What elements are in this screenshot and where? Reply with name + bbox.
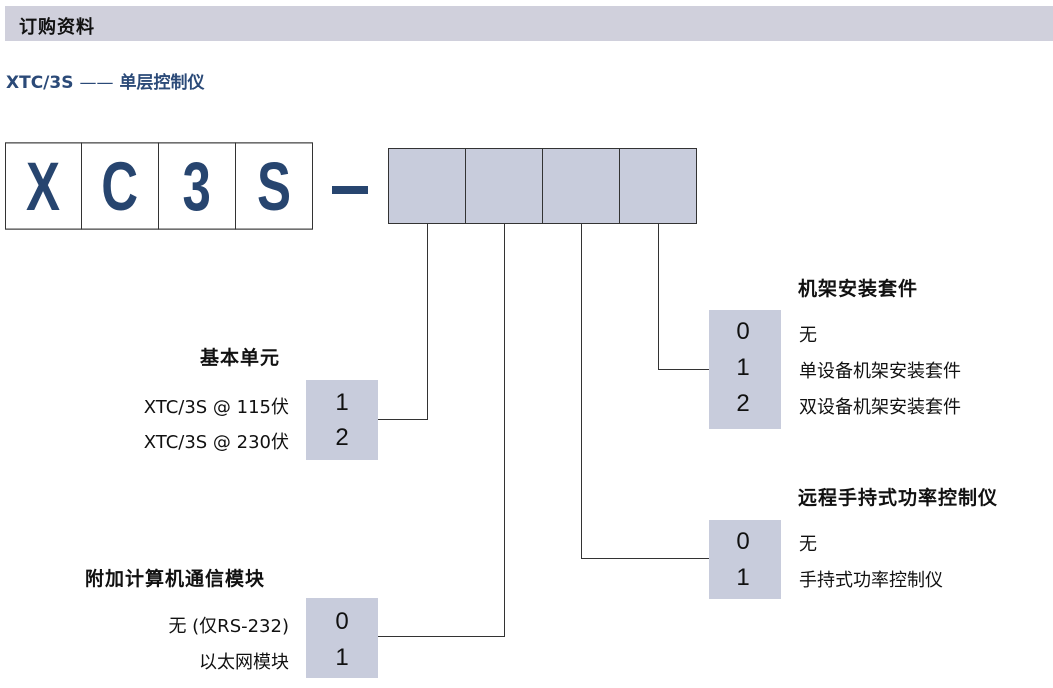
comm-module-code: 1 bbox=[335, 644, 349, 671]
connector-line bbox=[504, 224, 505, 637]
model-name: XTC/3S bbox=[6, 73, 74, 93]
connector-line bbox=[378, 419, 428, 420]
comm-module-option-label: 以太网模块 bbox=[199, 652, 289, 673]
option-slot-base-unit bbox=[388, 148, 466, 224]
base-unit-title: 基本单元 bbox=[200, 347, 281, 369]
base-unit-option-label: XTC/3S @ 230伏 bbox=[143, 432, 289, 453]
rack-kit-option-label: 单设备机架安装套件 bbox=[799, 361, 961, 382]
comm-module-title: 附加计算机通信模块 bbox=[85, 568, 266, 590]
rack-kit-code-box bbox=[709, 310, 781, 429]
rack-kit-option-label: 无 bbox=[799, 325, 817, 346]
model-code-box-1: X bbox=[5, 142, 82, 230]
rack-kit-code: 2 bbox=[736, 390, 750, 417]
rack-kit-option-label: 双设备机架安装套件 bbox=[799, 397, 961, 418]
remote-option-label: 手持式功率控制仪 bbox=[799, 570, 943, 591]
remote-code-box bbox=[709, 520, 781, 599]
header-title: 订购资料 bbox=[19, 17, 95, 38]
rack-kit-title: 机架安装套件 bbox=[798, 278, 919, 300]
option-slot-rack-kit bbox=[619, 148, 697, 224]
model-code-box-4: S bbox=[235, 142, 313, 230]
rack-kit-code: 1 bbox=[736, 354, 750, 381]
rack-kit-code: 0 bbox=[736, 318, 750, 345]
model-code-box-3: 3 bbox=[158, 142, 236, 230]
remote-code: 1 bbox=[736, 564, 750, 591]
model-code-letter: X bbox=[26, 147, 61, 225]
model-code-letter: S bbox=[256, 147, 292, 225]
model-description: 单层控制仪 bbox=[119, 73, 205, 93]
option-slot-remote bbox=[542, 148, 620, 224]
connector-line bbox=[658, 369, 710, 370]
connector-line bbox=[378, 636, 505, 637]
remote-title: 远程手持式功率控制仪 bbox=[798, 487, 999, 509]
base-unit-code-box bbox=[306, 380, 378, 460]
base-unit-code: 2 bbox=[335, 424, 349, 451]
comm-module-code-box bbox=[306, 598, 378, 678]
option-slot-comm-module bbox=[465, 148, 543, 224]
connector-line bbox=[658, 224, 659, 370]
model-code-hyphen bbox=[332, 186, 368, 194]
header-bar: 订购资料 bbox=[5, 6, 1053, 41]
connector-line bbox=[427, 224, 428, 420]
connector-line bbox=[581, 224, 582, 559]
remote-option-label: 无 bbox=[799, 534, 817, 555]
model-code-letter: 3 bbox=[182, 147, 212, 225]
connector-line bbox=[581, 558, 710, 559]
base-unit-code: 1 bbox=[335, 389, 349, 416]
base-unit-option-label: XTC/3S @ 115伏 bbox=[143, 397, 289, 418]
model-code-letter: C bbox=[101, 147, 139, 225]
remote-code: 0 bbox=[736, 528, 750, 555]
comm-module-option-label: 无 (仅RS-232) bbox=[168, 616, 289, 637]
product-subtitle: XTC/3S——单层控制仪 bbox=[6, 68, 204, 93]
model-code-box-2: C bbox=[81, 142, 159, 230]
subtitle-dash: —— bbox=[79, 73, 114, 93]
comm-module-code: 0 bbox=[335, 608, 349, 635]
